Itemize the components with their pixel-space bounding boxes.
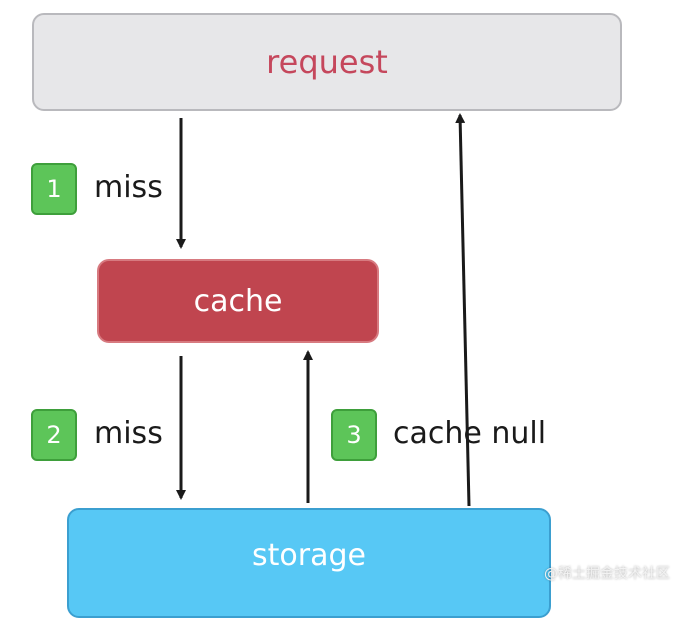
step-3-number: 3 — [346, 421, 362, 449]
step-2-number: 2 — [46, 421, 62, 449]
watermark: @稀土掘金技术社区 — [544, 566, 670, 582]
step-1-badge: 1 — [31, 163, 77, 215]
storage-label: storage — [252, 538, 366, 573]
flow-arrows — [176, 113, 471, 507]
step-3-badge: 3 — [331, 409, 377, 461]
step-2-badge: 2 — [31, 409, 77, 461]
step-1-number: 1 — [46, 175, 62, 203]
cache-label: cache — [193, 283, 283, 319]
step-2-label: miss — [94, 416, 163, 451]
request-label: request — [266, 43, 388, 81]
request-box: request — [32, 13, 622, 111]
cache-box: cache — [97, 259, 379, 343]
step-1-label: miss — [94, 170, 163, 205]
step-3-label: cache null — [393, 416, 547, 451]
arrow-storage-to-request — [455, 113, 471, 507]
